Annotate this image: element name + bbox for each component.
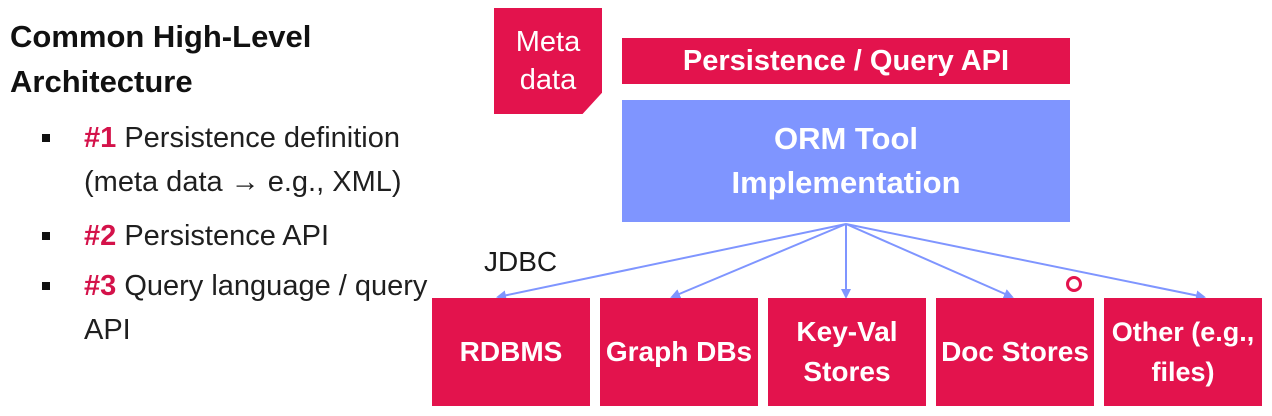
store-other: Other (e.g., files) (1104, 298, 1262, 406)
bullet-number: #1 (84, 122, 117, 154)
meta-data-box: Meta data (494, 8, 602, 114)
title-line-1: Common High-Level (10, 19, 312, 54)
arrow-to-other (845, 223, 1206, 301)
bullet-item-1: #1 Persistence definition (meta data → e… (42, 116, 462, 204)
cursor-pointer-icon (1066, 276, 1082, 292)
bullet-item-3: #3 Query language / query API (42, 264, 462, 352)
bullet-number: #2 (84, 220, 117, 252)
bullet-text: Persistence definition (meta data → e.g.… (84, 122, 402, 198)
jdbc-label: JDBC (484, 246, 558, 277)
bullet-square-icon (42, 232, 50, 240)
persistence-query-api-box: Persistence / Query API (622, 38, 1070, 84)
store-rdbms: RDBMS (432, 298, 590, 406)
bullet-square-icon (42, 282, 50, 290)
store-graph-dbs: Graph DBs (600, 298, 758, 406)
bullet-text: Persistence API (124, 220, 330, 252)
title-line-2: Architecture (10, 64, 193, 99)
bullet-number: #3 (84, 270, 117, 302)
slide-title: Common High-Level Architecture (10, 14, 311, 104)
store-key-val: Key-Val Stores (768, 298, 926, 406)
arrow-to-doc-stores (845, 223, 1014, 299)
arrow-to-graph-dbs (670, 223, 847, 299)
bullet-square-icon (42, 134, 50, 142)
bullet-text: Query language / query API (84, 270, 428, 346)
bullet-item-2: #2 Persistence API (42, 214, 462, 258)
arrow-to-rdbms (496, 223, 847, 301)
store-doc-stores: Doc Stores (936, 298, 1094, 406)
orm-tool-box: ORM Tool Implementation (622, 100, 1070, 222)
